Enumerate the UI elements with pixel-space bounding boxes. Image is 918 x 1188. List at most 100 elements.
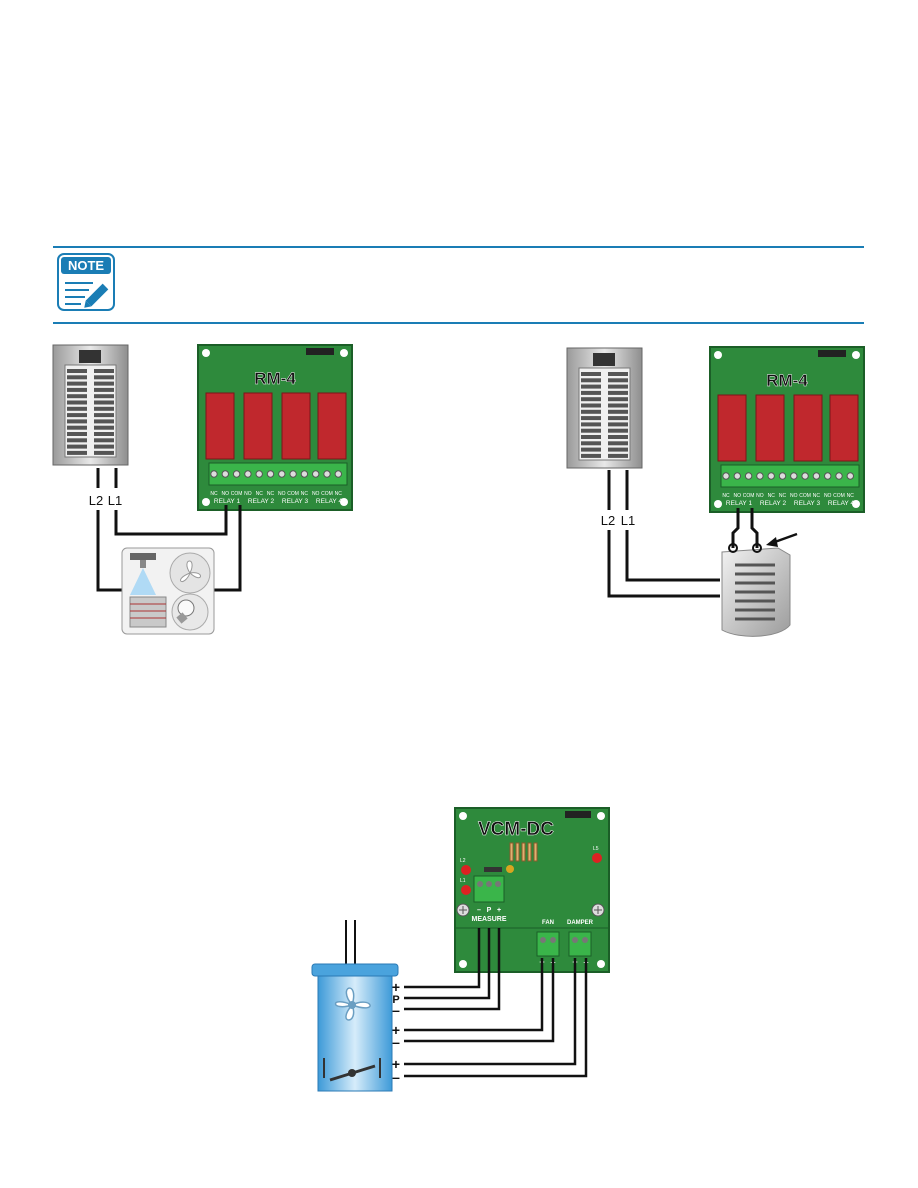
note-badge-text: NOTE	[68, 258, 104, 273]
breaker-switch	[67, 425, 87, 430]
terminal-label: NO	[222, 491, 230, 497]
breaker-switch	[608, 453, 628, 458]
vcm-led-l2: L2	[460, 858, 466, 864]
vcm-fan-label: FAN	[542, 920, 554, 926]
arrow-pointer	[766, 532, 798, 547]
breaker-switch	[67, 394, 87, 399]
relay-label: RELAY 2	[248, 498, 275, 505]
breaker-switch	[608, 409, 628, 414]
breaker-switch	[94, 444, 114, 449]
terminal-label: NC	[768, 493, 776, 499]
terminal-label: NC	[779, 493, 787, 499]
terminal-screw	[323, 470, 331, 478]
wire-label-measure-plus: +	[392, 979, 400, 995]
breaker-switch	[581, 441, 601, 446]
vcm-wire-labels: + P – + – + –	[392, 979, 400, 1085]
relay-label: RELAY 2	[760, 500, 787, 507]
breaker-switch	[581, 384, 601, 389]
breaker-switch	[94, 419, 114, 424]
breaker-switch	[581, 409, 601, 414]
breaker-switch	[94, 400, 114, 405]
note-bottom-rule	[53, 322, 864, 324]
relay-label: RELAY 4	[316, 498, 343, 505]
breaker-switch	[67, 387, 87, 392]
terminal-screw	[790, 472, 798, 480]
left-board-title: RM-4	[254, 369, 296, 388]
breaker-switch	[608, 416, 628, 421]
terminal-screw	[846, 472, 854, 480]
right-l1-label: L1	[621, 513, 635, 528]
terminal-screw	[278, 470, 286, 478]
breaker-switch	[608, 384, 628, 389]
terminal-label: NO	[824, 493, 832, 499]
wire-label-damper-plus: +	[392, 1056, 400, 1072]
terminal-label: NO	[756, 493, 764, 499]
relay-label: RELAY 1	[214, 498, 241, 505]
left-l2-label: L2	[89, 493, 103, 508]
terminal-label: COM	[231, 491, 243, 497]
wire-label-measure-p: P	[392, 994, 399, 1006]
terminal-label: NO	[734, 493, 742, 499]
terminal-screw	[767, 472, 775, 480]
breaker-switch	[608, 403, 628, 408]
relay-label: RELAY 3	[794, 500, 821, 507]
relay-label: RELAY 1	[726, 500, 753, 507]
vcm-measure-pin-minus: –	[477, 907, 481, 914]
breaker-switch	[94, 450, 114, 455]
breaker-switch	[94, 381, 114, 386]
note-top-rule	[53, 246, 864, 248]
right-heater-unit	[721, 543, 791, 637]
relay-label: RELAY 3	[282, 498, 309, 505]
breaker-switch	[94, 432, 114, 436]
breaker-switch	[94, 387, 114, 392]
terminal-screw	[244, 470, 252, 478]
terminal-label: NO	[790, 493, 798, 499]
breaker-switch	[67, 450, 87, 455]
left-l1-label: L1	[108, 493, 122, 508]
terminal-screw	[334, 470, 342, 478]
terminal-label: NC	[813, 493, 821, 499]
breaker-switch	[581, 428, 601, 433]
right-wires	[607, 470, 759, 598]
right-l2-label: L2	[601, 513, 615, 528]
terminal-label: NC	[335, 491, 343, 497]
breaker-switch	[581, 397, 601, 402]
vcm-board-title: VCM-DC	[478, 819, 554, 840]
breaker-switch	[608, 435, 628, 439]
wire-label-measure-minus: –	[392, 1002, 400, 1018]
vcm-damper-label: DAMPER	[567, 920, 594, 926]
terminal-screw	[756, 472, 764, 480]
terminal-label: NO	[244, 491, 252, 497]
vav-duct-unit	[311, 920, 399, 1092]
terminal-screw	[824, 472, 832, 480]
breaker-switch	[67, 419, 87, 424]
terminal-screw	[778, 472, 787, 480]
breaker-switch	[94, 369, 114, 373]
breaker-switch	[608, 378, 628, 383]
breaker-switch	[67, 444, 87, 449]
terminal-label: NC	[210, 491, 218, 497]
breaker-switch	[608, 397, 628, 402]
terminal-screw	[300, 470, 309, 478]
wire-label-fan-plus: +	[392, 1022, 400, 1038]
breaker-switch	[67, 406, 87, 411]
terminal-screw	[221, 470, 230, 478]
breaker-switch	[94, 375, 114, 380]
left-wires	[96, 468, 242, 592]
breaker-switch	[581, 435, 601, 439]
note-icon: NOTE	[57, 253, 117, 313]
terminal-screw	[210, 470, 218, 478]
breaker-switch	[581, 403, 601, 408]
terminal-label: COM	[833, 493, 845, 499]
terminal-label: COM	[799, 493, 811, 499]
breaker-switch	[581, 390, 601, 395]
terminal-screw	[255, 470, 263, 478]
left-load-icons	[121, 547, 215, 635]
breaker-switch	[94, 438, 114, 443]
terminal-label: NC	[847, 493, 855, 499]
right-breaker-panel	[566, 347, 643, 469]
breaker-switch	[67, 413, 87, 418]
